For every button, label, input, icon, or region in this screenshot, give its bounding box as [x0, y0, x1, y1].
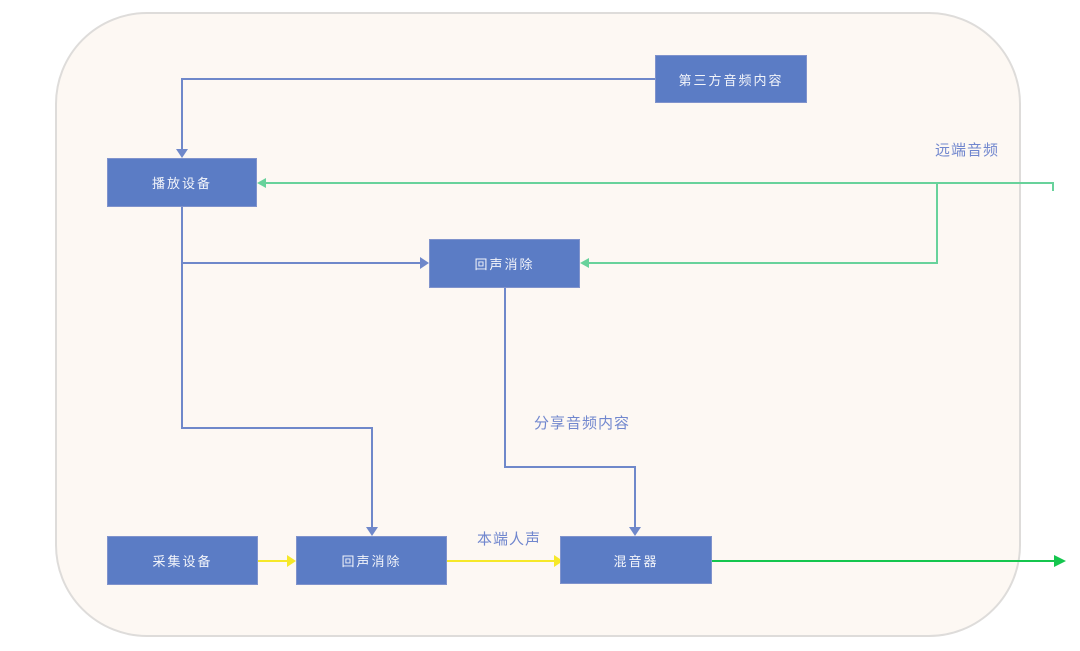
- arrowhead-into-aec-bottom-left-icon: [287, 555, 296, 567]
- edge-playback-to-aec-bottom-h: [181, 427, 373, 429]
- arrowhead-mixer-output-icon: [1054, 555, 1066, 567]
- edge-thirdparty-to-playback-h: [181, 78, 656, 80]
- edge-mixer-output-h: [712, 560, 1054, 562]
- label-local-voice: 本端人声: [476, 531, 541, 548]
- edge-remote-to-aec-mid-h: [589, 262, 938, 264]
- edge-capture-to-aec-h: [258, 560, 288, 562]
- node-mixer: 混音器: [560, 536, 712, 584]
- node-capture-device: 采集设备: [107, 536, 258, 585]
- edge-remote-to-playback-h: [266, 182, 1054, 184]
- arrowhead-into-mixer-icon: [629, 527, 641, 536]
- node-playback-device: 播放设备: [107, 158, 257, 207]
- label-share-audio: 分享音频内容: [533, 415, 630, 432]
- arrowhead-into-aec-bottom-icon: [366, 527, 378, 536]
- arrowhead-into-aec-mid-icon: [420, 257, 429, 269]
- edge-aec-mid-to-mixer-v1: [504, 288, 506, 468]
- arrowhead-into-aec-mid-right-icon: [580, 258, 589, 268]
- edge-playback-to-aec-bottom-v: [371, 427, 373, 527]
- label-remote-audio: 远端音频: [934, 142, 999, 159]
- arrowhead-into-playback-right-icon: [257, 178, 266, 188]
- edge-playback-to-aec-mid-h: [181, 262, 420, 264]
- node-third-party-audio: 第三方音频内容: [655, 55, 807, 103]
- edge-aec-mid-to-mixer-v2: [634, 466, 636, 527]
- edge-playback-trunk-v: [181, 207, 183, 428]
- edge-aec-mid-to-mixer-h: [504, 466, 636, 468]
- arrowhead-into-playback-icon: [176, 149, 188, 158]
- edge-remote-branch-v: [936, 182, 938, 264]
- diagram-boundary: [55, 12, 1021, 637]
- edge-aec-to-mixer-h: [447, 560, 555, 562]
- edge-remote-stub-v: [1052, 182, 1054, 191]
- edge-thirdparty-to-playback-v: [181, 78, 183, 149]
- arrowhead-into-mixer-left-icon: [554, 555, 563, 567]
- node-echo-cancellation-bottom: 回声消除: [296, 536, 447, 585]
- node-echo-cancellation-mid: 回声消除: [429, 239, 580, 288]
